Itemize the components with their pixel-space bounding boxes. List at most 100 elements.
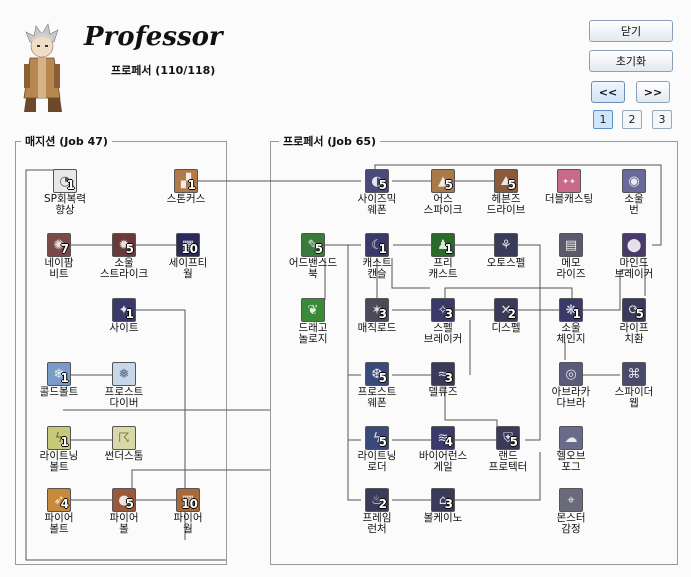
advanced-book-icon: ✎: [307, 237, 319, 253]
skill-sight[interactable]: ✦ 1 사이트: [84, 298, 164, 334]
skill-icon-frame: ☈: [112, 426, 136, 450]
skill-level: 4: [60, 497, 69, 511]
lightning-loader-icon: ϟ: [372, 430, 382, 446]
soul-burn-icon: ◉: [628, 173, 640, 189]
skill-dispell[interactable]: ✕ 2 디스펠: [466, 298, 546, 334]
reset-button[interactable]: 초기화: [589, 50, 673, 72]
skill-deluge[interactable]: ≈ 3 델류즈: [403, 362, 483, 398]
sight-icon: ✦: [118, 302, 130, 318]
skill-icon-frame: ⬤: [622, 233, 646, 257]
soul-change-icon: ❋: [565, 302, 577, 318]
skill-level: 1: [572, 307, 581, 321]
skill-label: 스톤커스: [166, 193, 206, 205]
page-3-button[interactable]: 3: [652, 110, 672, 129]
skill-level: 5: [125, 242, 134, 256]
mind-breaker-icon: ⬤: [626, 237, 642, 253]
frost-weapon-icon: ❆: [371, 366, 383, 382]
skill-level: 1: [60, 435, 69, 449]
skill-magic-rod[interactable]: ✶ 3 매직로드: [337, 298, 417, 334]
skill-level: 5: [509, 435, 518, 449]
skill-level: 7: [60, 242, 69, 256]
magician-group-label: 매지션 (Job 47): [21, 133, 112, 149]
page-1-button[interactable]: 1: [593, 110, 613, 129]
skill-icon-frame: ⌂ 3: [431, 488, 455, 512]
next-page-button[interactable]: >>: [636, 81, 670, 103]
class-title: Professor: [84, 22, 223, 52]
skill-icon-frame: ◔ 1: [53, 169, 77, 193]
skill-icon-frame: ▥ 10: [176, 488, 200, 512]
skill-level: 1: [444, 242, 453, 256]
soul-strike-icon: ✹: [118, 237, 130, 253]
skill-level: 2: [378, 497, 387, 511]
skill-label: 더블캐스팅: [544, 193, 594, 205]
skill-icon-frame: ⌘: [622, 362, 646, 386]
skill-icon-frame: ▲ 5: [431, 169, 455, 193]
skill-level: 1: [378, 242, 387, 256]
skill-auto-spell[interactable]: ⚘ 오토스펠: [466, 233, 546, 269]
prev-page-button[interactable]: <<: [591, 81, 625, 103]
skill-thunder-storm[interactable]: ☈ 썬더스톰: [84, 426, 164, 462]
skill-double-casting[interactable]: ✦✦ 더블캐스팅: [529, 169, 609, 205]
skill-icon-frame: ✧ 3: [431, 298, 455, 322]
skill-icon-frame: ▦ 10: [176, 233, 200, 257]
skill-stone-curse[interactable]: ▞ 1 스톤커스: [146, 169, 226, 205]
close-button[interactable]: 닫기: [589, 20, 673, 42]
skill-volcano[interactable]: ⌂ 3 볼케이노: [403, 488, 483, 524]
violent-gale-icon: ≋: [437, 430, 449, 446]
professor-group-label: 프로페서 (Job 65): [279, 133, 381, 149]
sense-icon: ⌖: [567, 492, 575, 508]
skill-level: 10: [181, 242, 198, 256]
spider-web-icon: ⌘: [627, 366, 641, 382]
skill-icon-frame: ❆ 5: [365, 362, 389, 386]
skill-label: 썬더스톰: [104, 450, 144, 462]
page-2-button[interactable]: 2: [622, 110, 642, 129]
skill-icon-frame: ♟ 1: [431, 233, 455, 257]
skill-icon-frame: ▤: [559, 233, 583, 257]
dispell-icon: ✕: [500, 302, 512, 318]
skill-label: 매직로드: [357, 322, 397, 334]
skill-icon-frame: ✦✦: [557, 169, 581, 193]
skill-cold-bolt[interactable]: ❄ 1 콜드볼트: [19, 362, 99, 398]
skill-icon-frame: ϟ 1: [47, 426, 71, 450]
skill-level: 5: [125, 497, 134, 511]
